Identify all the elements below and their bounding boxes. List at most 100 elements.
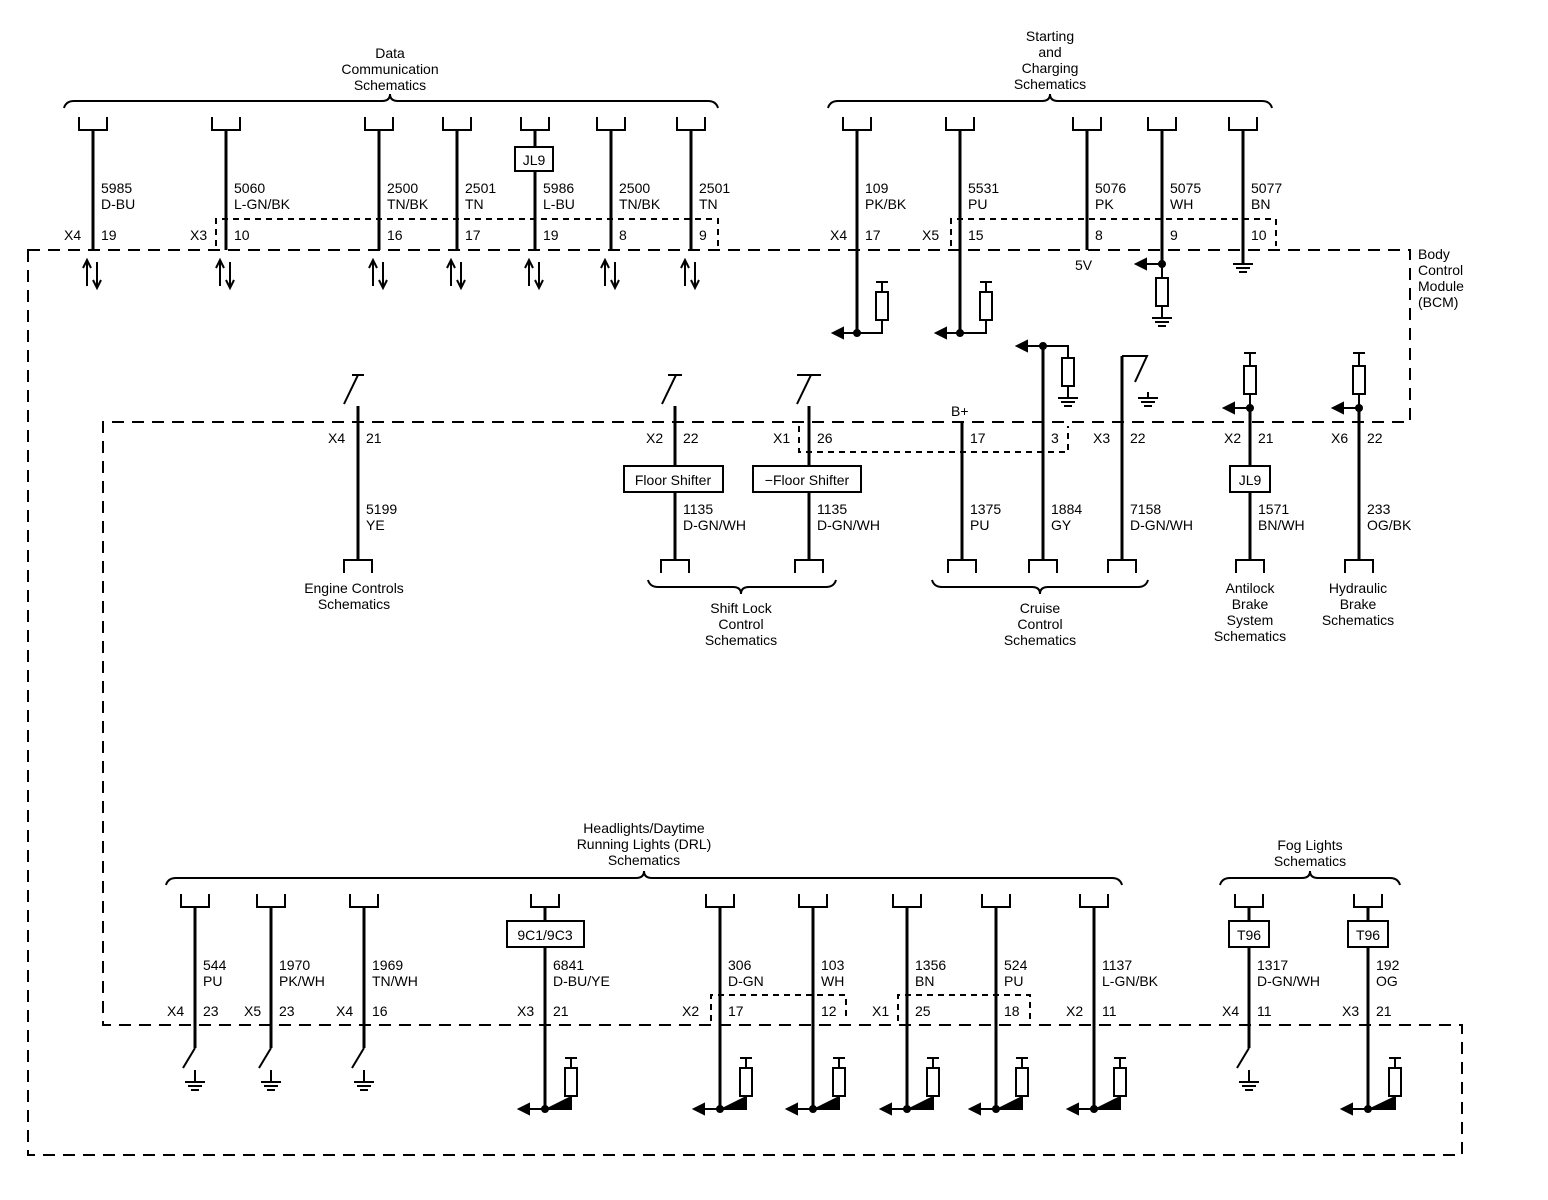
svg-text:2501: 2501	[465, 180, 496, 196]
svg-text:JL9: JL9	[523, 152, 546, 168]
svg-text:22: 22	[1130, 430, 1146, 446]
svg-text:5199: 5199	[366, 501, 397, 517]
svg-text:17: 17	[728, 1003, 744, 1019]
svg-text:5986: 5986	[543, 180, 574, 196]
shift-lock-bracket	[647, 579, 837, 595]
svg-text:L-GN/BK: L-GN/BK	[234, 196, 291, 212]
svg-text:X3: X3	[190, 227, 207, 243]
svg-text:X2: X2	[1224, 430, 1241, 446]
svg-text:Starting: Starting	[1026, 28, 1074, 44]
svg-text:3: 3	[1051, 430, 1059, 446]
svg-text:X4: X4	[830, 227, 847, 243]
svg-text:PU: PU	[1004, 973, 1023, 989]
svg-text:5077: 5077	[1251, 180, 1282, 196]
svg-text:Hydraulic: Hydraulic	[1329, 580, 1387, 596]
hydraulic-brake-group-label: Hydraulic Brake Schematics	[1322, 580, 1394, 628]
svg-text:544: 544	[203, 957, 227, 973]
svg-text:WH: WH	[821, 973, 844, 989]
svg-text:TN/WH: TN/WH	[372, 973, 418, 989]
svg-text:Control: Control	[1017, 616, 1062, 632]
svg-text:15: 15	[968, 227, 984, 243]
svg-text:1571: 1571	[1258, 501, 1289, 517]
data-wire-lines	[91, 130, 693, 250]
shift-lock-group-label: Shift Lock Control Schematics	[705, 600, 777, 648]
svg-text:X5: X5	[244, 1003, 261, 1019]
svg-text:16: 16	[387, 227, 403, 243]
svg-text:D-BU: D-BU	[101, 196, 135, 212]
t96-option-box-right: T96	[1347, 920, 1389, 948]
svg-text:PU: PU	[968, 196, 987, 212]
jl9-option-box-top: JL9	[514, 146, 554, 172]
svg-text:Antilock: Antilock	[1225, 580, 1275, 596]
headlights-group-label: Headlights/Daytime Running Lights (DRL) …	[577, 820, 712, 868]
svg-text:11: 11	[1257, 1003, 1272, 1019]
svg-text:D-GN/WH: D-GN/WH	[1257, 973, 1320, 989]
svg-text:X3: X3	[517, 1003, 534, 1019]
data-communication-group-label: Data Communication Schematics	[341, 45, 438, 93]
svg-text:Schematics: Schematics	[1004, 632, 1076, 648]
svg-text:22: 22	[1367, 430, 1383, 446]
svg-text:Schematics: Schematics	[318, 596, 390, 612]
svg-text:BN: BN	[915, 973, 934, 989]
svg-text:8: 8	[619, 227, 627, 243]
svg-text:D-GN: D-GN	[728, 973, 764, 989]
svg-text:T96: T96	[1237, 927, 1261, 943]
fog-lights-group-label: Fog Lights Schematics	[1274, 837, 1346, 869]
svg-text:1970: 1970	[279, 957, 310, 973]
svg-text:19: 19	[101, 227, 117, 243]
lighting-driver-circuits	[516, 1057, 1402, 1116]
svg-text:Engine Controls: Engine Controls	[304, 580, 404, 596]
svg-text:D-GN/WH: D-GN/WH	[817, 517, 880, 533]
x2-connector-dashed-box	[710, 994, 847, 1021]
svg-text:X3: X3	[1342, 1003, 1359, 1019]
svg-text:11: 11	[1102, 1003, 1117, 1019]
svg-text:Body: Body	[1418, 246, 1450, 262]
top-connector-cups	[78, 117, 1258, 131]
svg-text:X1: X1	[773, 430, 790, 446]
svg-text:23: 23	[279, 1003, 295, 1019]
switch-icons-middle	[343, 374, 821, 420]
fog-lights-bracket	[1219, 870, 1401, 886]
svg-text:D-GN/WH: D-GN/WH	[683, 517, 746, 533]
svg-text:5985: 5985	[101, 180, 132, 196]
svg-text:Charging: Charging	[1022, 60, 1079, 76]
svg-text:19: 19	[543, 227, 559, 243]
svg-text:Schematics: Schematics	[1274, 853, 1346, 869]
lighting-wire-lines	[193, 907, 1370, 1109]
svg-text:−Floor Shifter: −Floor Shifter	[765, 472, 850, 488]
middle-wire-lines	[356, 346, 1361, 560]
svg-text:X4: X4	[1222, 1003, 1239, 1019]
svg-text:Brake: Brake	[1340, 596, 1377, 612]
x3-connector-dashed-box	[215, 218, 719, 246]
svg-text:5531: 5531	[968, 180, 999, 196]
b-plus-label: B+	[951, 403, 969, 419]
svg-text:Control: Control	[718, 616, 763, 632]
svg-text:25: 25	[915, 1003, 931, 1019]
bottom-connector-cups	[180, 894, 1383, 908]
svg-text:D-BU/YE: D-BU/YE	[553, 973, 610, 989]
svg-text:YE: YE	[366, 517, 385, 533]
svg-text:T96: T96	[1356, 927, 1380, 943]
svg-text:X6: X6	[1331, 430, 1348, 446]
svg-text:X4: X4	[64, 227, 81, 243]
no-floor-shifter-option-box: −Floor Shifter	[752, 465, 862, 493]
svg-text:Shift Lock: Shift Lock	[710, 600, 772, 616]
svg-text:1884: 1884	[1051, 501, 1082, 517]
svg-text:2501: 2501	[699, 180, 730, 196]
svg-text:7158: 7158	[1130, 501, 1161, 517]
t96-option-box-left: T96	[1228, 920, 1270, 948]
x1-lower-connector-dashed-box	[897, 994, 1031, 1021]
engine-controls-group-label: Engine Controls Schematics	[304, 580, 404, 612]
svg-text:22: 22	[683, 430, 699, 446]
svg-text:1135: 1135	[817, 501, 847, 517]
svg-text:21: 21	[553, 1003, 569, 1019]
svg-text:5060: 5060	[234, 180, 265, 196]
svg-text:103: 103	[821, 957, 845, 973]
svg-text:12: 12	[821, 1003, 837, 1019]
svg-text:PK/BK: PK/BK	[865, 196, 907, 212]
svg-text:and: and	[1038, 44, 1061, 60]
